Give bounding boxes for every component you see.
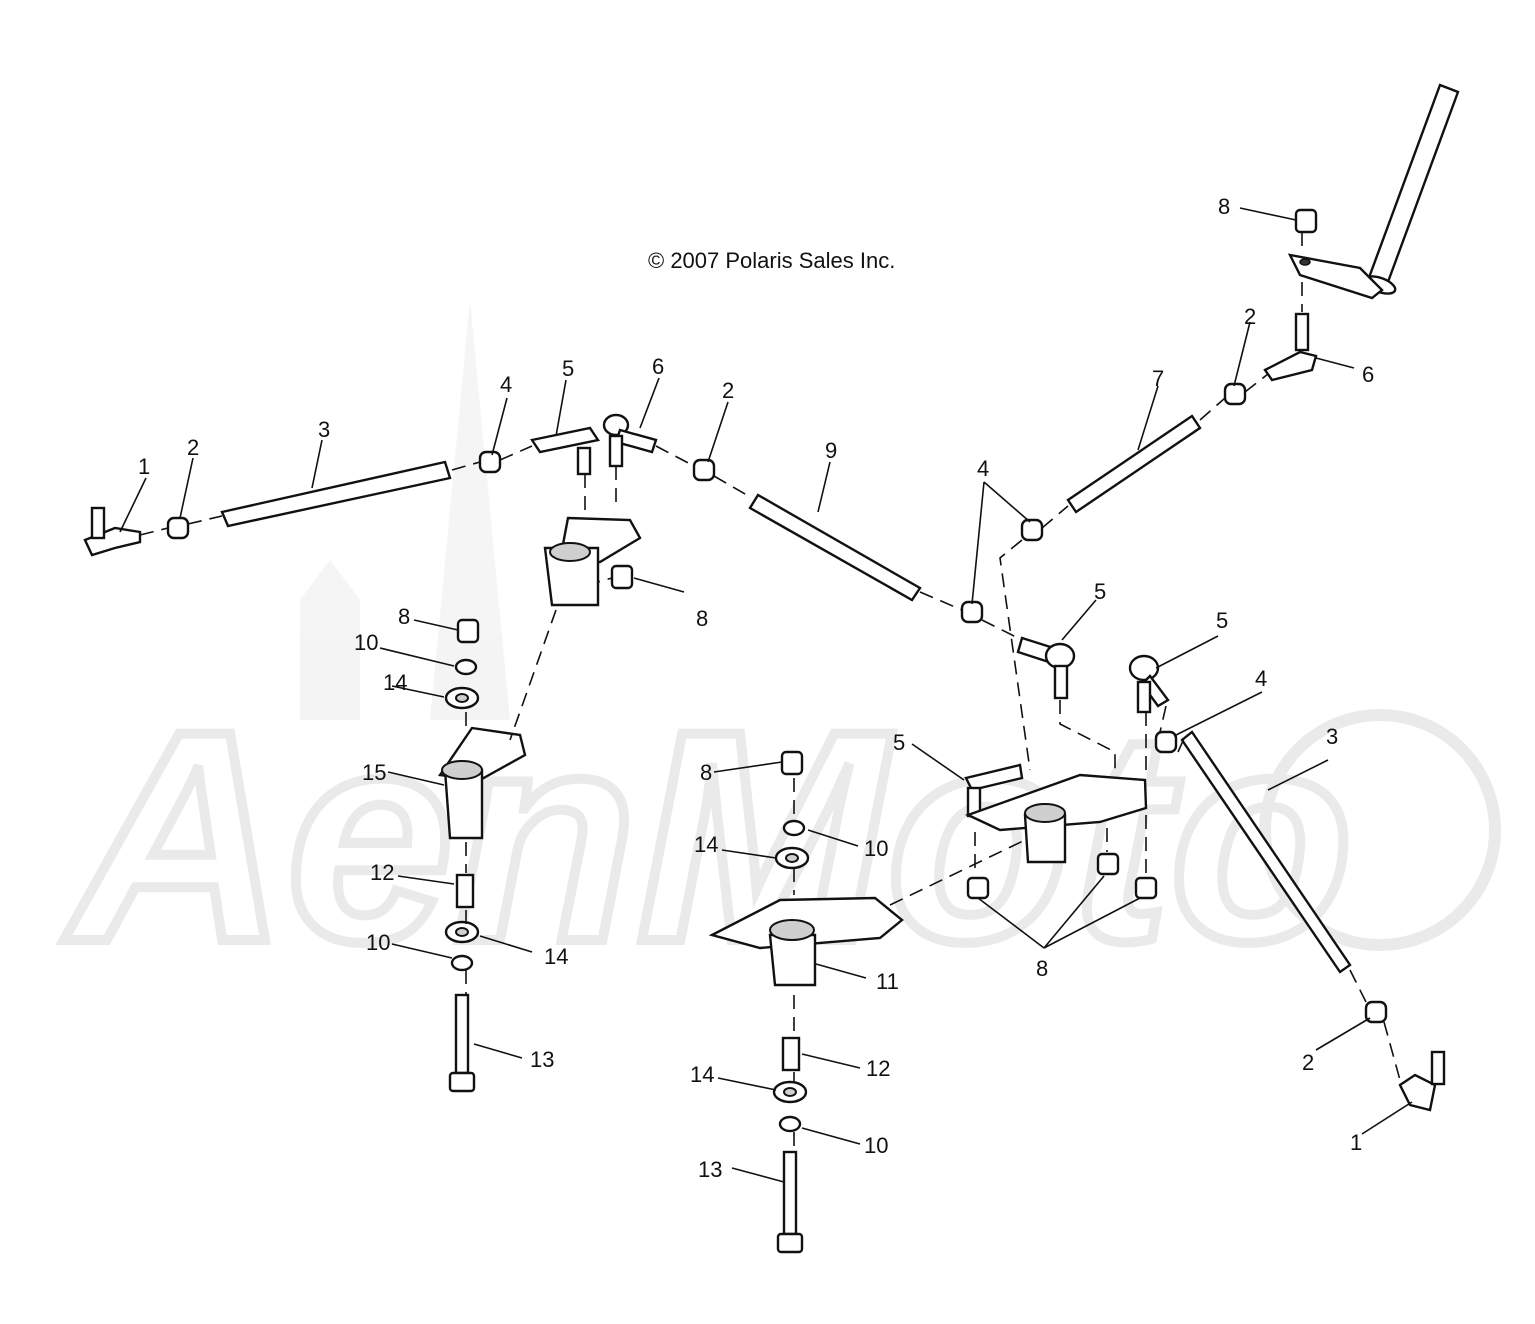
callout-9: 9 bbox=[825, 438, 837, 463]
callout-2-left: 2 bbox=[187, 435, 199, 460]
copyright-text: © 2007 Polaris Sales Inc. bbox=[648, 248, 895, 273]
rod-end-5-low bbox=[964, 763, 1024, 792]
callout-5-mid: 5 bbox=[1094, 579, 1106, 604]
washer-10d bbox=[778, 1115, 802, 1133]
washers bbox=[444, 658, 810, 1133]
callout-1-left: 1 bbox=[138, 454, 150, 479]
callout-2-mid: 2 bbox=[722, 378, 734, 403]
nut-8a bbox=[1294, 208, 1318, 234]
nut-8g bbox=[1134, 876, 1158, 900]
callout-3-right: 3 bbox=[1326, 724, 1338, 749]
assembly-lines bbox=[139, 232, 1401, 1152]
nut-4c bbox=[1020, 518, 1044, 542]
rod-end-6-right bbox=[1263, 350, 1318, 382]
nuts bbox=[166, 208, 1388, 1024]
callout-3-left: 3 bbox=[318, 417, 330, 442]
callout-8-bracket-nuts: 8 bbox=[1036, 956, 1048, 981]
tie-rod-9 bbox=[748, 493, 922, 602]
nut-8c bbox=[456, 618, 480, 644]
callout-6-left: 6 bbox=[652, 354, 664, 379]
nut-8d bbox=[780, 750, 804, 776]
callout-6-right: 6 bbox=[1362, 362, 1374, 387]
callout-7: 7 bbox=[1152, 366, 1164, 391]
callout-14-left-lower: 14 bbox=[544, 944, 568, 969]
leader-lines bbox=[119, 207, 1413, 1183]
nut-2a bbox=[166, 516, 190, 540]
washer-10c bbox=[450, 954, 474, 972]
callout-8-upper-mid: 8 bbox=[696, 606, 708, 631]
callout-4-mid: 4 bbox=[977, 456, 989, 481]
callout-8-left-stack: 8 bbox=[398, 604, 410, 629]
idler-arms bbox=[437, 516, 1148, 987]
watermark-castle-icon bbox=[300, 300, 510, 720]
bolts bbox=[448, 993, 804, 1254]
callout-10-center-lower: 10 bbox=[864, 1133, 888, 1158]
rod-end-1-right bbox=[1398, 1073, 1437, 1112]
washer-10a bbox=[454, 658, 478, 676]
tie-rod-7 bbox=[1066, 414, 1202, 514]
nut-4b bbox=[960, 600, 984, 624]
callout-10-left-stack: 10 bbox=[354, 630, 378, 655]
callout-10-center-upper: 10 bbox=[864, 836, 888, 861]
nut-2b bbox=[692, 458, 716, 482]
bushing-12a bbox=[455, 873, 475, 909]
callout-4-top: 4 bbox=[500, 372, 512, 397]
nut-8b bbox=[610, 564, 634, 590]
callout-5-low: 5 bbox=[893, 730, 905, 755]
callout-4-right: 4 bbox=[1255, 666, 1267, 691]
callout-8-top-right: 8 bbox=[1218, 194, 1230, 219]
nut-8f bbox=[1096, 852, 1120, 876]
callout-14-center-lower: 14 bbox=[690, 1062, 714, 1087]
callout-5-top: 5 bbox=[562, 356, 574, 381]
callout-2-upper-right: 2 bbox=[1244, 304, 1256, 329]
callout-15: 15 bbox=[362, 760, 386, 785]
watermark-text: AenMoto bbox=[61, 668, 1353, 1004]
rod-end-5-right bbox=[1128, 654, 1160, 682]
callout-12-left: 12 bbox=[370, 860, 394, 885]
callout-12-center: 12 bbox=[866, 1056, 890, 1081]
washer-10b bbox=[782, 819, 806, 837]
rod-ends bbox=[83, 312, 1446, 1112]
callout-13-center: 13 bbox=[698, 1157, 722, 1182]
tie-rods bbox=[220, 414, 1352, 974]
bushing-12b bbox=[781, 1036, 801, 1072]
bracket-right-ghost bbox=[964, 773, 1148, 832]
callout-11: 11 bbox=[876, 969, 899, 994]
callout-2-lower-right: 2 bbox=[1302, 1050, 1314, 1075]
bolt-13b bbox=[782, 1150, 798, 1236]
callouts: 1 2 3 4 5 6 2 9 4 7 2 6 8 8 8 10 14 5 5 … bbox=[138, 194, 1374, 1182]
bolt-13a bbox=[454, 993, 470, 1075]
nut-2d bbox=[1364, 1000, 1388, 1024]
tie-rod-3-right bbox=[1180, 730, 1352, 974]
callout-13-left: 13 bbox=[530, 1047, 554, 1072]
callout-14-center-upper: 14 bbox=[694, 832, 718, 857]
tie-rod-3-left bbox=[220, 460, 452, 528]
callout-5-right: 5 bbox=[1216, 608, 1228, 633]
nut-2c bbox=[1223, 382, 1247, 406]
callout-14-left-stack: 14 bbox=[383, 670, 407, 695]
steering-column bbox=[1287, 83, 1460, 300]
callout-1-right: 1 bbox=[1350, 1130, 1362, 1155]
callout-10-left-lower: 10 bbox=[366, 930, 390, 955]
nut-4d bbox=[1154, 730, 1178, 754]
nut-4a bbox=[478, 450, 502, 474]
watermark-wheel-icon bbox=[1259, 709, 1501, 951]
callout-8-center-stack: 8 bbox=[700, 760, 712, 785]
rod-end-5-top bbox=[530, 426, 600, 454]
nut-8e bbox=[966, 876, 990, 900]
watermark: AenMoto bbox=[56, 300, 1501, 1009]
